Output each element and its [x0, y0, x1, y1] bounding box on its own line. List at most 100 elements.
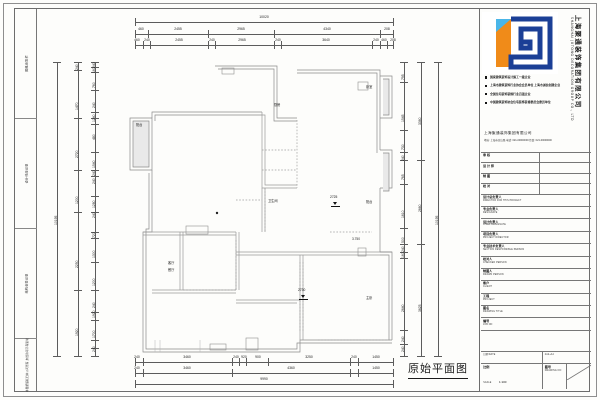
dwgno-label-en: DRAWING NO	[544, 369, 562, 372]
row-label: 专业负责人 DESIGNATE	[481, 207, 591, 218]
row-label-cn: 校 对	[483, 184, 491, 189]
dim-right-inner-1: 1545	[401, 114, 405, 122]
room-label-dim-note: 3.750	[352, 237, 360, 241]
dim-right-inner-9: 2640	[401, 304, 405, 312]
room-label-bathroom: 卫生间	[268, 199, 278, 203]
room-label-kitchen: 厨房	[274, 103, 281, 107]
dim-bot-r1-1: 3460	[183, 355, 191, 359]
row-label-cn: 设计负责人	[483, 219, 499, 224]
title-block-footer: 日期/DATE 2A2+A4 比例 SCALE 1:100 图号 DRAWING…	[481, 351, 591, 389]
dim-bot-r1-3: 920	[241, 355, 247, 359]
date-label: 日期/DATE	[483, 353, 496, 356]
row-label: 编号 JOB NO	[481, 318, 591, 329]
dim-left-outer-3: 1200	[75, 196, 79, 204]
date-cell[interactable]: 日期/DATE	[481, 352, 543, 364]
table-row[interactable]: 设计总负责人 DIRECTOR FOR THIS PROJECT	[481, 195, 591, 207]
level-triangle-icon	[333, 202, 337, 205]
table-row[interactable]: 设计负责人 CHIEF DESIGNATE	[481, 219, 591, 232]
dim-right-inner-4: 765	[401, 174, 405, 180]
row-value[interactable]	[540, 153, 591, 162]
row-label-cn: 审 核	[483, 153, 491, 158]
title-block: 上海聚通装饰集团有限公司 SHANGHAI JUTONG DECORATION …	[479, 9, 591, 391]
dim-right-inner-10: 240	[401, 336, 405, 342]
dim-top-r1-2: 2965	[237, 27, 245, 31]
table-row-job-no[interactable]: 编号 JOB NO	[481, 318, 591, 331]
dim-right-inner-6: 500	[401, 237, 405, 243]
plan-title: 原始平面图	[408, 360, 468, 379]
row-label-cn: 专业负责人	[483, 207, 499, 212]
row-label: 制 图	[481, 173, 541, 184]
revision-strip: 图纸会签栏 设计修改记录 结构会签记录 本图纸版权归本公司所有,未经许可不得复制	[15, 9, 37, 392]
table-row[interactable]: 专业技术负责人 SECTION RESPONSIBLE PERSON	[481, 244, 591, 257]
revision-cell: 结构会签记录	[15, 229, 37, 339]
row-value[interactable]	[540, 174, 591, 183]
level-underline	[331, 206, 340, 207]
table-row[interactable]: 制图人 DRAWN PERSON	[481, 269, 591, 282]
logo-box	[482, 12, 558, 74]
row-label-en: CLIENT	[483, 286, 493, 289]
dim-bot-r1-2: 240	[233, 355, 239, 359]
dim-left-inner-17: 240	[92, 346, 96, 352]
dim-left-inner-15: 1920	[92, 310, 96, 318]
row-value[interactable]	[540, 163, 591, 172]
row-label-en: PROJECT	[483, 298, 495, 301]
row-label-en: DRAWING TITLE	[483, 311, 503, 314]
dim-right-outer-0: 3360	[418, 117, 422, 125]
credentials-list: 国家建筑装饰设计施工一级企业 上海市建筑装饰行业协会会员单位 上海市诚信创建企业…	[485, 75, 563, 109]
row-label-en: JOB NO	[483, 323, 493, 326]
dim-top-r2-6: 3640	[322, 38, 330, 42]
row-label: 客户 CLIENT	[481, 281, 591, 292]
row-label-cn: 制图人	[483, 269, 493, 274]
dim-left-inner-11: 720	[92, 232, 96, 238]
dim-left-outer-4: 2250	[75, 260, 79, 268]
dwgno-label: 图号	[544, 364, 551, 369]
room-label-master-bedroom: 主卧	[366, 296, 373, 300]
dim-right-inner-0: 795	[401, 74, 405, 80]
dim-top-r2-7: 240	[373, 38, 379, 42]
row-label: 设 计 师	[481, 163, 541, 173]
row-label: 设计总负责人 DIRECTOR FOR THIS PROJECT	[481, 195, 591, 206]
dim-bot-r2-3: 1450	[372, 366, 380, 370]
row-label: 工程 PROJECT	[481, 294, 591, 305]
row-label: 专业技术负责人 SECTION RESPONSIBLE PERSON	[481, 244, 591, 255]
dim-left-inner-3: 240	[92, 102, 96, 108]
table-row-client[interactable]: 客户 CLIENT	[481, 281, 591, 294]
signature-table: 审 核 设 计 师 制 图 校 对 设计总负责人 DIRECTOR FOR TH…	[481, 152, 591, 331]
credential-item: 中国建筑装饰协会住宅装饰装修委员会委员单位	[485, 100, 563, 104]
table-row-project[interactable]: 工程 PROJECT	[481, 294, 591, 307]
dim-left-inner-12: 1300	[92, 250, 96, 258]
sheet-border-inner	[14, 8, 590, 392]
row-label: 图名 DRAWING TITLE	[481, 306, 591, 317]
dwgno-cell[interactable]: 图号 DRAWING NO	[543, 364, 567, 389]
dim-bot-r2-2: 4360	[287, 366, 295, 370]
dwgno-value-cell[interactable]	[566, 364, 591, 389]
company-name-vertical: 上海聚通装饰集团有限公司	[574, 15, 582, 109]
table-row[interactable]: 专业负责人 DESIGNATE	[481, 207, 591, 220]
sheet-border-outer	[3, 3, 597, 397]
dim-top-r2-4: 2965	[238, 38, 246, 42]
table-row[interactable]: 项目负责人 PROJECT DIRECTOR	[481, 232, 591, 245]
row-value[interactable]	[540, 184, 591, 193]
paper-cell[interactable]: 2A2+A4	[543, 352, 591, 363]
dim-top-r1-4: 208	[384, 27, 390, 31]
dim-left-inner-7: 240	[92, 170, 96, 176]
level-underline	[299, 299, 308, 300]
scale-cell[interactable]: 比例 SCALE 1:100	[481, 364, 543, 389]
dim-left-inner-13: 1200	[92, 278, 96, 286]
row-label-en: PROJECT DIRECTOR	[483, 236, 509, 239]
dim-left-outer-2: 2720	[75, 150, 79, 158]
table-row-drawing-title[interactable]: 图名 DRAWING TITLE	[481, 306, 591, 319]
row-label-cn: 客户	[483, 281, 490, 286]
table-row: 设 计 师	[481, 163, 591, 174]
row-label-en: SECTION RESPONSIBLE PERSON	[483, 249, 525, 252]
dim-left-inner-9: 1280	[92, 200, 96, 208]
dim-left-inner-6: 1540	[92, 160, 96, 168]
dim-top-r2-1: 240	[144, 38, 150, 42]
table-row[interactable]: 校对人 CHECKED PERSON	[481, 257, 591, 269]
dim-bot-r1-5: 3250	[305, 355, 313, 359]
dim-top-r1-1: 2455	[174, 27, 182, 31]
dim-left-inner-1: 160	[92, 67, 96, 73]
row-label-cn: 编号	[483, 318, 490, 323]
